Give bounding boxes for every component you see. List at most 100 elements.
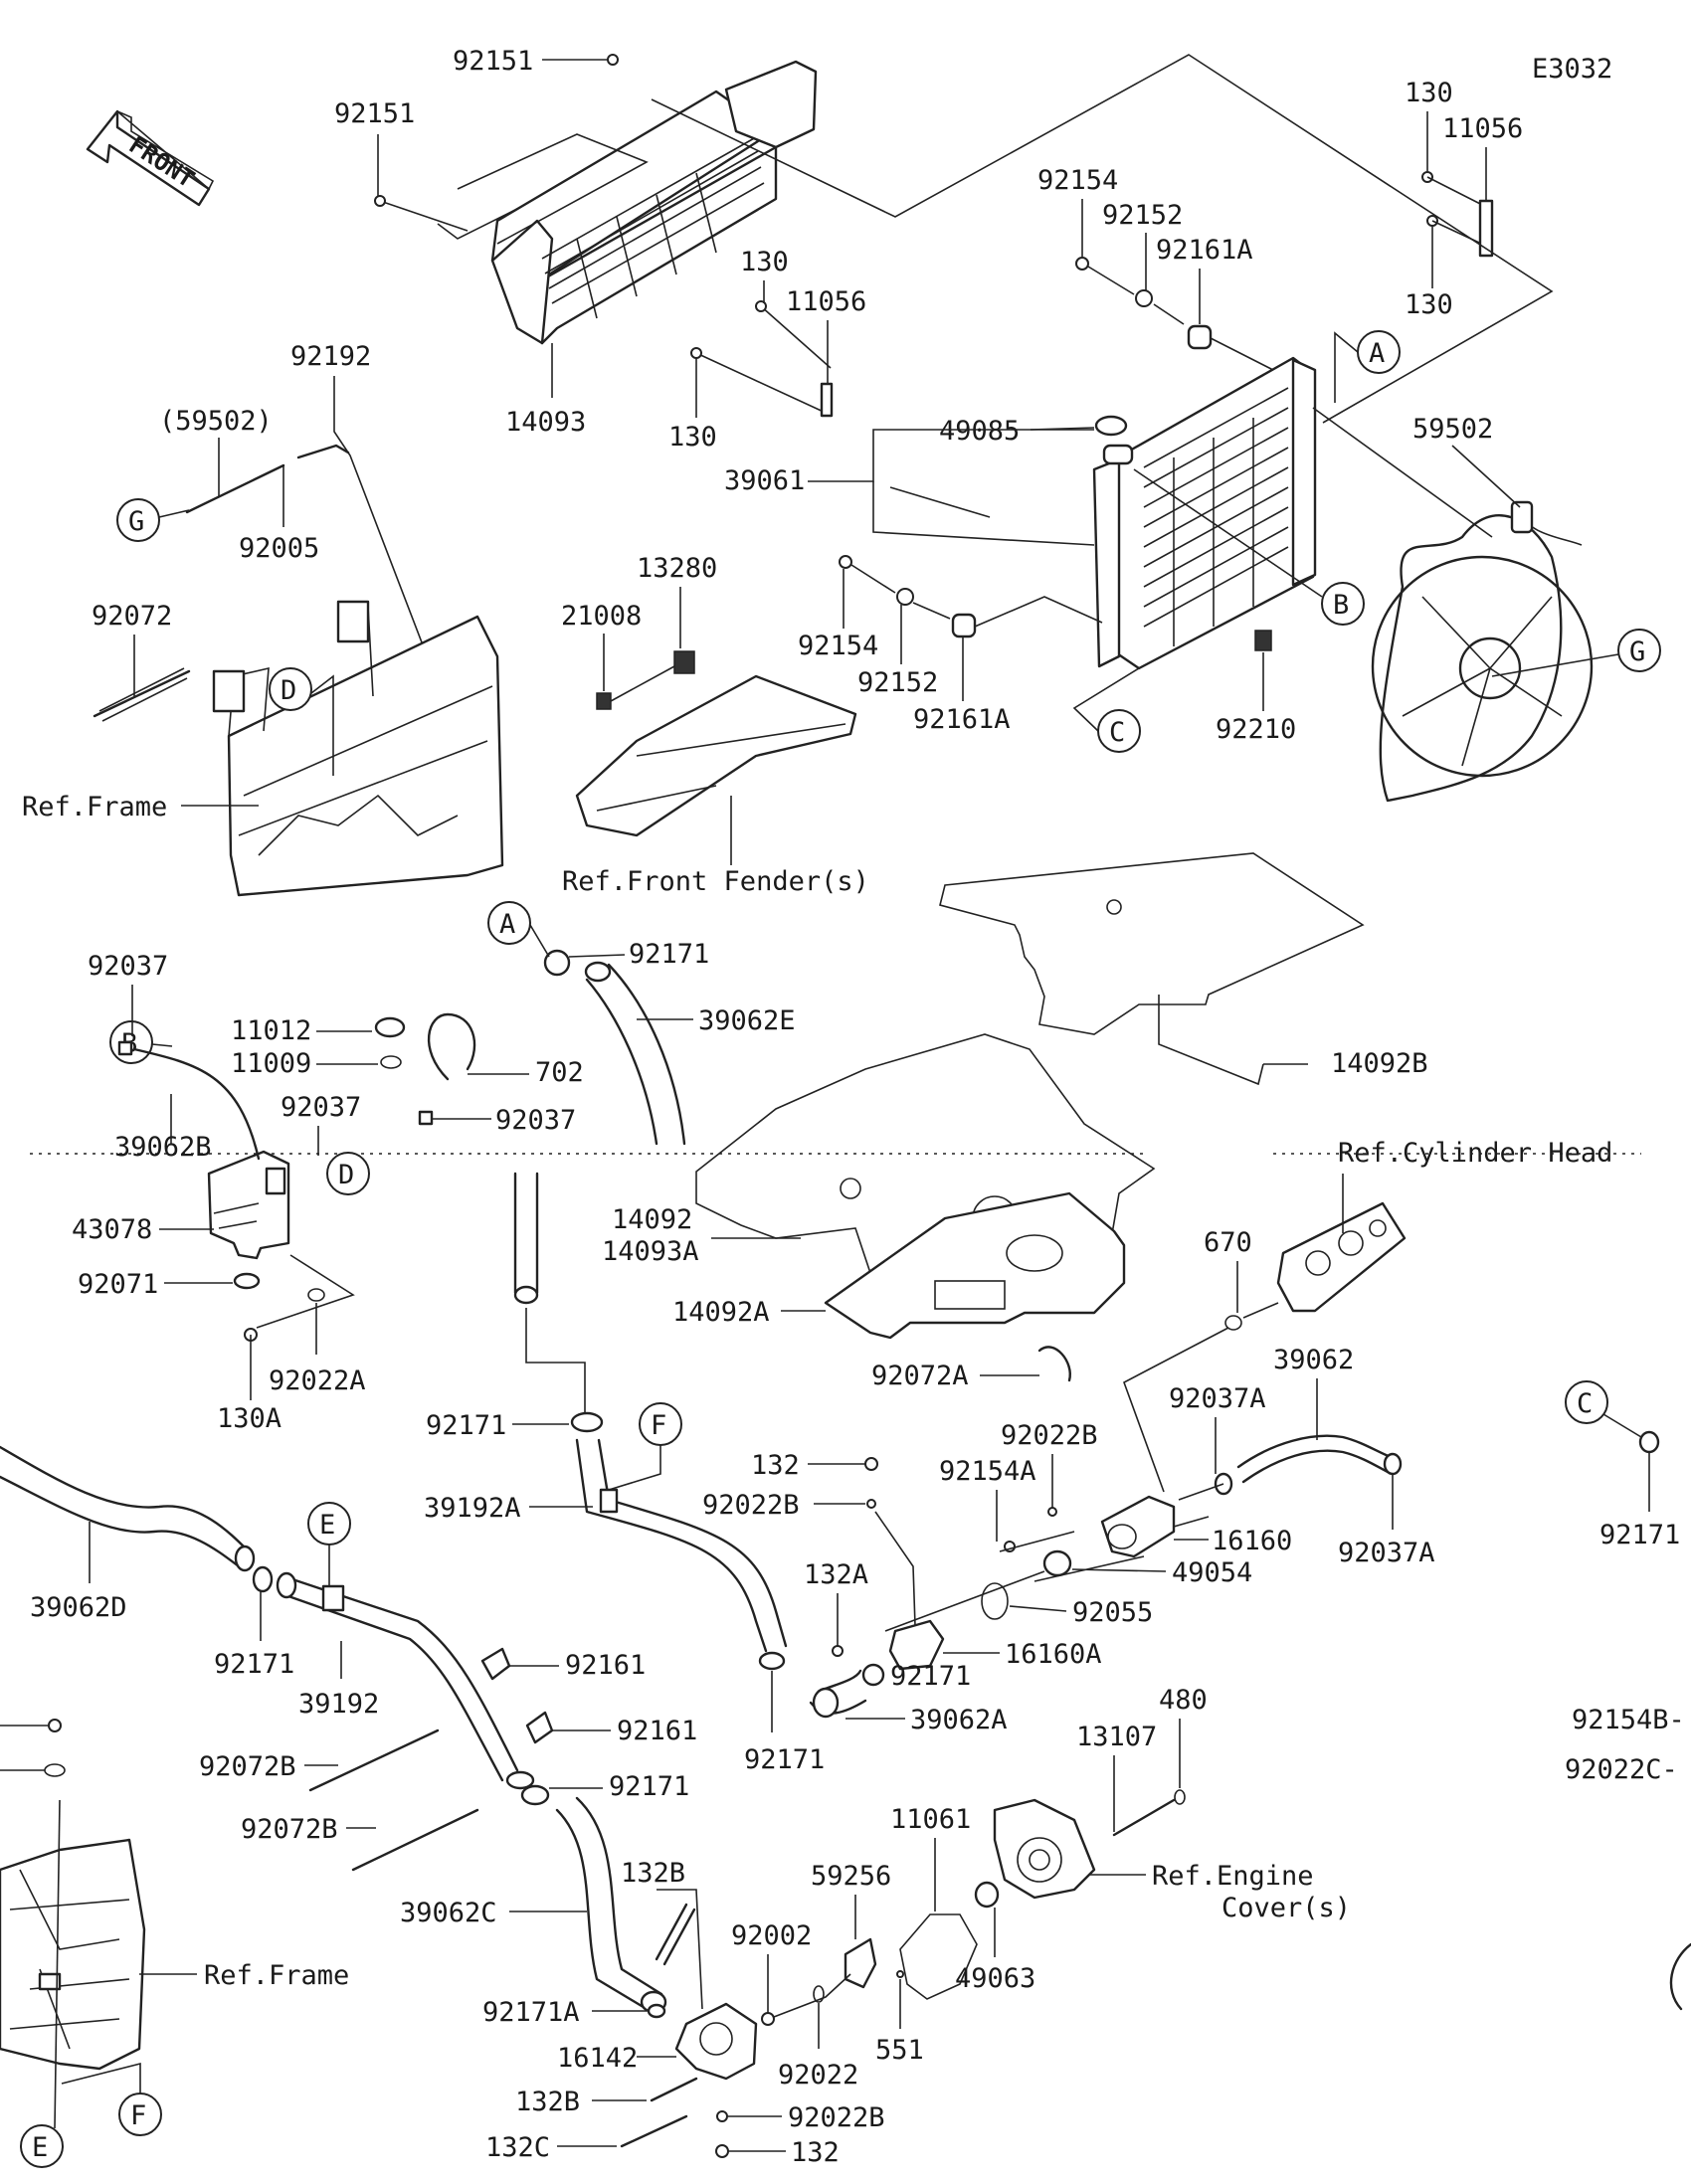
- label-92037-a: 92037: [88, 951, 168, 982]
- clamp-92171A: [647, 2003, 666, 2019]
- label-92171-a: 92171: [629, 939, 709, 970]
- label-92161A-a: 92161A: [1156, 235, 1253, 266]
- front-fender-ref: [575, 674, 857, 837]
- ref-A-mid: A: [499, 909, 515, 940]
- radiator-cap-49085: [1094, 415, 1128, 437]
- label-92161-b: 92161: [617, 1716, 697, 1746]
- label-130A: 130A: [217, 1403, 282, 1434]
- label-49085: 49085: [939, 416, 1020, 447]
- label-39062A: 39062A: [910, 1705, 1008, 1735]
- impeller-59256: [844, 1937, 877, 1989]
- label-14092B: 14092B: [1331, 1048, 1428, 1079]
- ref-G-left: G: [128, 506, 144, 537]
- label-132A: 132A: [804, 1559, 868, 1590]
- label-92171-d: 92171: [890, 1661, 971, 1692]
- label-92154-b: 92154: [798, 631, 878, 661]
- label-13280: 13280: [637, 553, 717, 584]
- label-ref-frame-b: Ref.Frame: [204, 1960, 349, 1991]
- cap-11012: [374, 1016, 406, 1038]
- clamp-92171-d: [861, 1663, 885, 1687]
- ref-C-right: C: [1577, 1388, 1593, 1419]
- oring-92055: [981, 1582, 1009, 1620]
- oring-480: [1174, 1789, 1186, 1805]
- cable-tie-92072B-a: [308, 1729, 440, 1792]
- label-39192: 39192: [298, 1689, 379, 1720]
- label-11056-a: 11056: [786, 286, 866, 317]
- label-39192A: 39192A: [424, 1493, 521, 1524]
- label-92022C: 92022C-: [1565, 1754, 1678, 1785]
- clamp-92171-a: [543, 949, 571, 977]
- label-92037-b: 92037: [281, 1092, 361, 1123]
- label-92161-a: 92161: [565, 1650, 646, 1681]
- bolt-92002: [761, 2012, 775, 2026]
- ref-F-bottom: F: [130, 2100, 146, 2131]
- label-92002: 92002: [731, 1920, 812, 1951]
- part-92210: [1254, 630, 1272, 651]
- label-92171-b: 92171: [426, 1410, 506, 1441]
- label-11012: 11012: [231, 1015, 311, 1046]
- hose-39062: [1236, 1434, 1393, 1469]
- label-92152-a: 92152: [1102, 200, 1183, 231]
- ref-A-top: A: [1369, 338, 1385, 369]
- cable-tie-92072B-b: [351, 1808, 479, 1872]
- clamp-92171-g: [520, 1784, 550, 1806]
- label-ref-frame-a: Ref.Frame: [22, 792, 167, 822]
- label-132-a: 132: [751, 1450, 800, 1481]
- pipe-39192: [282, 1574, 519, 1772]
- frame-ref-upper: [212, 600, 504, 897]
- label-ref-engine-cover-2: Cover(s): [1221, 1893, 1351, 1923]
- clamp-92171-b: [570, 1411, 604, 1433]
- washer-92022A: [307, 1288, 325, 1302]
- hose-39062B: [132, 1047, 261, 1161]
- ref-D-left: D: [281, 675, 296, 706]
- label-92022B-b: 92022B: [702, 1490, 800, 1521]
- label-92154A: 92154A: [939, 1456, 1036, 1487]
- label-16160: 16160: [1212, 1526, 1292, 1556]
- ref-B-top: B: [1333, 590, 1349, 621]
- label-11061: 11061: [890, 1804, 971, 1835]
- clip-702: [428, 1012, 476, 1081]
- label-11056-b: 11056: [1442, 113, 1523, 144]
- clamp-92171-e: [758, 1651, 786, 1671]
- label-92154-a: 92154: [1037, 165, 1118, 196]
- cable-tie-92072: [93, 669, 191, 718]
- thermostat-49054: [1042, 1549, 1072, 1577]
- label-132-b: 132: [791, 2137, 840, 2168]
- label-39062E: 39062E: [698, 1005, 796, 1036]
- radiator-shroud-part: [490, 60, 818, 345]
- label-132C: 132C: [485, 2132, 550, 2163]
- reservoir-tank-43078: [207, 1150, 290, 1260]
- washer-92022: [813, 1985, 825, 2003]
- hose-39062E: [585, 978, 658, 1146]
- frame-ref-lower: [0, 1838, 146, 2071]
- label-ref-front-fender: Ref.Front Fender(s): [562, 866, 869, 897]
- label-130-a: 130: [740, 247, 789, 277]
- label-92171-g: 92171: [609, 1771, 689, 1802]
- label-39061: 39061: [724, 465, 805, 496]
- cooling-fan-part: [1371, 500, 1594, 803]
- label-92022A: 92022A: [269, 1365, 366, 1396]
- label-130-d: 130: [1405, 289, 1453, 320]
- label-11009: 11009: [231, 1048, 311, 1079]
- engine-cover-ref: [993, 1798, 1096, 1900]
- ref-E-bottom: E: [32, 2132, 48, 2163]
- label-ref-cyl-head: Ref.Cylinder Head: [1338, 1138, 1612, 1169]
- label-670: 670: [1204, 1227, 1252, 1258]
- label-92072B-b: 92072B: [241, 1814, 338, 1845]
- label-14093A: 14093A: [602, 1236, 699, 1267]
- label-92005: 92005: [239, 533, 319, 564]
- partial-part-right: [1669, 1942, 1691, 2011]
- label-92037-c: 92037: [495, 1105, 576, 1136]
- oring-670: [1224, 1315, 1242, 1331]
- label-14093: 14093: [505, 407, 586, 438]
- label-92171-c-right: 92171: [1599, 1520, 1680, 1550]
- pin-551: [896, 1970, 904, 1978]
- ref-D-mid: D: [338, 1160, 354, 1190]
- label-551: 551: [875, 2035, 924, 2066]
- gasket-11009: [380, 1055, 402, 1069]
- clamp-92171-f: [252, 1565, 274, 1593]
- label-92037A-a: 92037A: [1169, 1383, 1266, 1414]
- label-480: 480: [1159, 1685, 1208, 1716]
- hose-39062D: [0, 1445, 251, 1553]
- part-21008: [596, 692, 612, 710]
